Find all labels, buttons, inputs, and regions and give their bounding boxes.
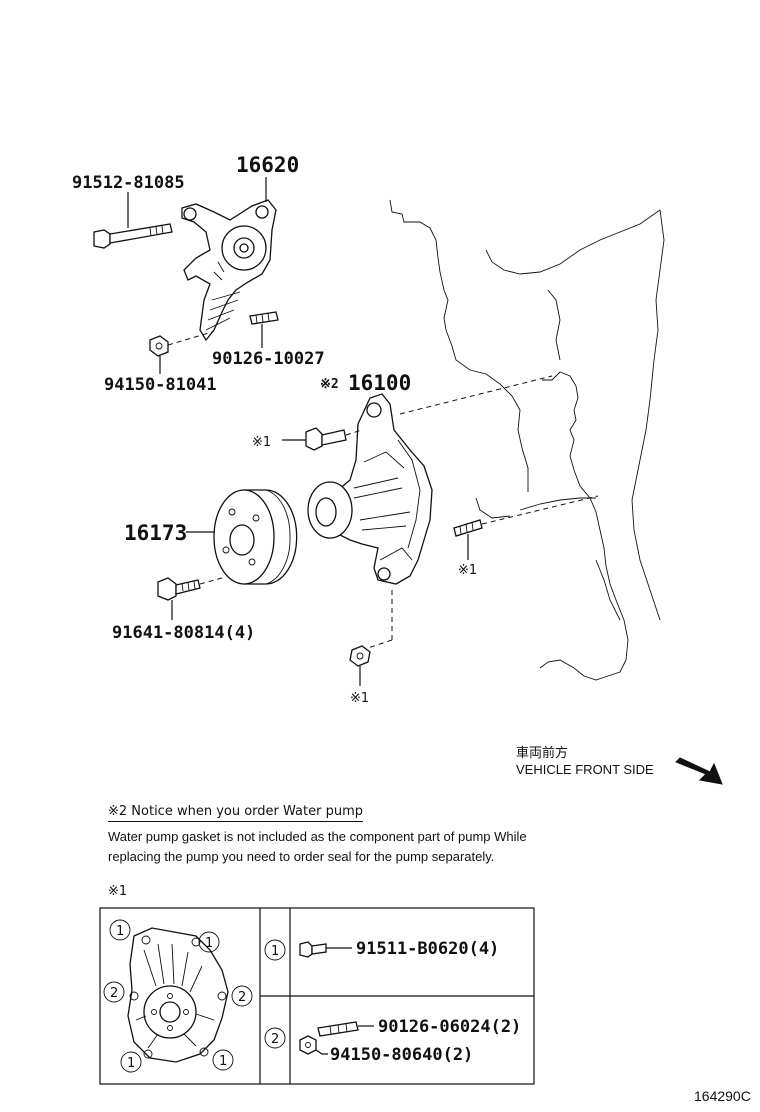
row2-nut-icon [299, 1035, 317, 1055]
label-mark1-nut: ※1 [350, 691, 369, 706]
pump-dashline-stud [481, 495, 599, 525]
diagram-id: 164290C [694, 1088, 751, 1104]
pump-stud [453, 519, 483, 537]
engine-block-outline [389, 199, 665, 681]
direction-label-jp: 車両前方 [516, 746, 569, 761]
front-arrow-icon [675, 757, 723, 785]
row2-leader-b [315, 1049, 328, 1055]
row2-stud-icon [317, 1021, 359, 1037]
row2-part-a: 90126-06024(2) [378, 1017, 521, 1037]
pump-dashline-top [399, 375, 553, 415]
label-water-pump-mark: ※2 [320, 377, 339, 392]
row1-bolt-icon [299, 941, 327, 958]
callout-2b: 2 [238, 990, 246, 1005]
pump-bolt [305, 427, 347, 451]
direction-label-en: VEHICLE FRONT SIDE [516, 762, 654, 777]
notice-line-2: replacing the pump you need to order sea… [108, 849, 495, 864]
label-stud-tensioner: 90126-10027 [212, 349, 325, 369]
nut-dashline [167, 331, 213, 346]
label-pulley-bolt: 91641-80814(4) [112, 623, 255, 643]
pump-dashline-nut [361, 639, 393, 651]
notice-title: ※2 Notice when you order Water pump [108, 804, 363, 822]
label-mark1-stud: ※1 [458, 563, 477, 578]
label-mark1-bolt: ※1 [252, 435, 271, 450]
tensioner-bolt [93, 223, 173, 249]
pump-bolt-dashline [345, 429, 363, 436]
row1-number: 1 [271, 944, 279, 959]
callout-1b: 1 [205, 936, 213, 951]
legend-pump-drawing [127, 927, 229, 1063]
pulley [213, 489, 298, 585]
tensioner-nut [149, 335, 169, 357]
row2-number: 2 [271, 1032, 279, 1047]
row2-part-b: 94150-80640(2) [330, 1045, 473, 1065]
notice-line-1: Water pump gasket is not included as the… [108, 829, 527, 844]
legend-callouts: 1 1 2 2 1 1 [103, 919, 253, 1073]
pulley-bolt-dashline [199, 577, 223, 585]
tensioner-assembly [181, 199, 277, 342]
callout-1d: 1 [219, 1054, 227, 1069]
label-nut-tensioner: 94150-81041 [104, 375, 217, 395]
callout-1c: 1 [127, 1056, 135, 1071]
label-tensioner: 16620 [236, 153, 299, 177]
water-pump [307, 393, 433, 585]
callout-2a: 2 [110, 986, 118, 1001]
tensioner-stud [249, 311, 279, 325]
label-bolt-tensioner: 91512-81085 [72, 173, 185, 193]
legend-box [99, 907, 535, 1085]
pump-nut [349, 645, 371, 667]
legend-header: ※1 [108, 884, 128, 899]
callout-1a: 1 [116, 924, 124, 939]
label-pulley: 16173 [124, 521, 187, 545]
row2-circle [264, 1027, 286, 1049]
row1-part: 91511-B0620(4) [356, 939, 499, 959]
pulley-bolt [157, 577, 201, 601]
row1-circle [264, 939, 286, 961]
label-water-pump: 16100 [348, 371, 411, 395]
